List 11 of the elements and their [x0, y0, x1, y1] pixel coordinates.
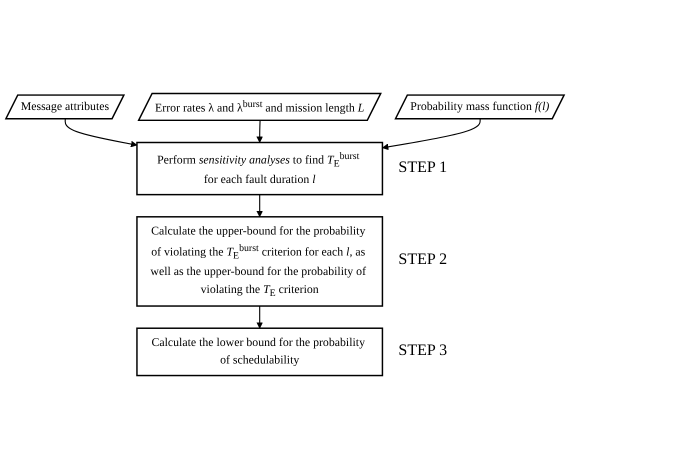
arrow — [64, 119, 138, 148]
arrow — [256, 194, 263, 218]
arrow — [256, 120, 263, 143]
node-box — [136, 142, 384, 196]
node-box — [136, 327, 384, 376]
node-box — [136, 216, 384, 307]
step-label: STEP 3 — [398, 342, 448, 360]
arrow — [382, 119, 481, 150]
step-label: STEP 1 — [398, 158, 448, 177]
step-label: STEP 2 — [398, 251, 448, 270]
arrow — [256, 306, 263, 329]
